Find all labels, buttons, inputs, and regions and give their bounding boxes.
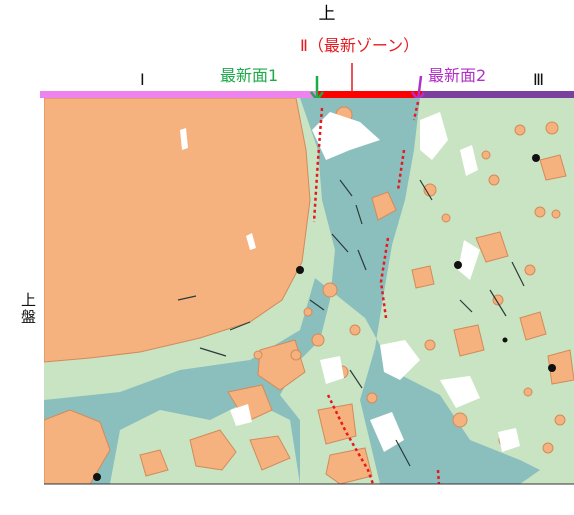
latest-face-1-label: 最新面1 [220,66,279,85]
hanging-wall-label: 上盤 [19,292,37,326]
latest-face-2-label: 最新面2 [428,66,487,85]
lower-left-rock [44,409,111,484]
host-rock-zone-1 [44,98,311,363]
zone-1-bar [40,91,317,98]
top-direction-label: 上 [318,4,336,24]
zone-3-bar [422,91,574,98]
latest-face-2-arrow [411,75,425,102]
boundary-line-bottom [326,394,375,484]
zone-2-label: Ⅱ（最新ゾーン） [300,36,420,55]
zone-2-bar [317,91,422,98]
gouge-zone [44,98,540,484]
boundary-line-zone3 [396,149,406,191]
latest-face-1-arrow [310,76,324,103]
boundary-line-lower [379,237,390,319]
zone-3-label: Ⅲ [533,70,545,89]
cross-section-panel [44,98,574,484]
zone-1-label: Ⅰ [140,70,145,89]
